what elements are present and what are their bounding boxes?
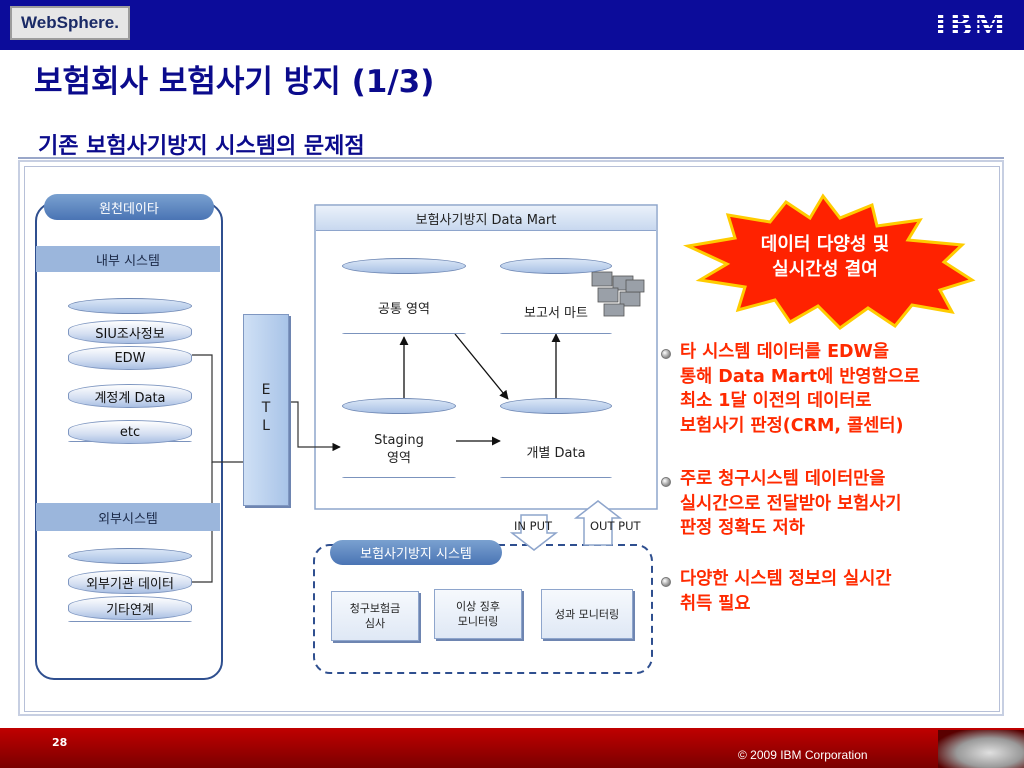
content-inner-border <box>24 166 1000 712</box>
internal-system-bar: 내부 시스템 <box>36 246 220 272</box>
callout-line2: 실시간성 결여 <box>772 259 878 280</box>
report-mart-cylinder: 보고서 마트 <box>500 258 612 334</box>
staging-cylinder: Staging 영역 <box>342 398 456 478</box>
staging-label-line2: 영역 <box>387 451 411 466</box>
output-arrow-icon <box>573 500 623 546</box>
fraud-system-pill: 보험사기방지 시스템 <box>330 540 502 565</box>
source-data-pill: 원천데이타 <box>44 194 214 220</box>
websphere-logo: WebSphere. <box>10 6 130 40</box>
claim-review-line1: 청구보험금 <box>349 602 401 615</box>
datamart-title: 보험사기방지 Data Mart <box>316 206 656 231</box>
bullet-3-line1: 다양한 시스템 정보의 실시간 <box>680 569 892 589</box>
bullet-1-line1: 타 시스템 데이터를 EDW을 <box>680 342 889 362</box>
title-divider <box>18 157 1004 159</box>
top-banner <box>0 0 1024 50</box>
bullet-2-line2: 실시간으로 전달받아 보험사기 <box>680 493 902 514</box>
performance-monitoring-line1: 성과 모니터링 <box>554 607 620 621</box>
anomaly-monitoring-line1: 이상 징후 <box>456 600 500 613</box>
callout-text: 데이터 다양성 및 실시간성 결여 <box>730 232 920 282</box>
section-subtitle: 기존 보험사기방지 시스템의 문제점 <box>38 134 365 159</box>
anomaly-monitoring-box: 이상 징후 모니터링 <box>434 589 522 639</box>
input-arrow-icon <box>509 514 559 551</box>
bullet-icon <box>661 349 671 359</box>
external-database-cylinder: 외부기관 데이터 기타연계 <box>68 548 192 622</box>
bullet-item-2: 주로 청구시스템 데이터만을 실시간으로 전달받아 보험사기 판정 정확도 저하 <box>680 467 901 541</box>
datamart-outline <box>314 204 658 510</box>
external-to-etl-line <box>192 462 213 583</box>
page-title: 보험회사 보험사기 방지 (1/3) <box>34 64 435 100</box>
bullet-2-line1: 주로 청구시스템 데이터만을 <box>680 469 886 489</box>
claim-review-box: 청구보험금 심사 <box>331 591 419 641</box>
db-item-etc: etc <box>68 420 192 444</box>
common-area-label: 공통 영역 <box>378 302 430 317</box>
output-label: OUT PUT <box>590 519 641 533</box>
etl-letter-t: T <box>261 400 271 416</box>
bullet-1-line4: 보험사기 판정(CRM, 콜센터) <box>680 415 904 436</box>
bullet-1-line2: 통해 Data Mart에 반영함으로 <box>680 366 920 387</box>
bullet-item-1: 타 시스템 데이터를 EDW을 통해 Data Mart에 반영함으로 최소 1… <box>680 340 920 438</box>
individual-data-cylinder: 개별 Data <box>500 398 612 478</box>
bullet-1-line3: 최소 1달 이전의 데이터로 <box>680 391 872 411</box>
callout-line1: 데이터 다양성 및 <box>760 234 890 255</box>
etl-letter-e: E <box>261 382 271 398</box>
footer-bar <box>0 728 1024 768</box>
anomaly-monitoring-line2: 모니터링 <box>457 615 499 628</box>
bullet-icon <box>661 577 671 587</box>
internal-database-cylinder: SIU조사정보 EDW 계정계 Data etc <box>68 298 192 444</box>
ibm-logo: IBM <box>934 6 1008 43</box>
bullet-3-line2: 취득 필요 <box>680 593 751 614</box>
etl-bar: E T L <box>243 314 289 506</box>
performance-monitoring-box: 성과 모니터링 <box>541 589 633 639</box>
report-mart-label: 보고서 마트 <box>524 306 588 321</box>
page-number: 28 <box>52 736 68 749</box>
db-item-account-data: 계정계 Data <box>68 384 192 408</box>
edw-to-etl-line <box>192 354 243 463</box>
db-item-other-link: 기타연계 <box>68 596 192 620</box>
db-item-siu: SIU조사정보 <box>68 320 192 344</box>
individual-data-label: 개별 Data <box>526 446 586 461</box>
bullet-item-3: 다양한 시스템 정보의 실시간 취득 필요 <box>680 567 891 616</box>
common-area-cylinder: 공통 영역 <box>342 258 466 334</box>
callout-starburst <box>682 193 976 330</box>
etl-letter-l: L <box>262 418 270 434</box>
staging-label-line1: Staging <box>374 433 424 448</box>
db-item-external-agency: 외부기관 데이터 <box>68 570 192 594</box>
common-to-individual-arrow <box>454 333 509 400</box>
external-system-bar: 외부시스템 <box>36 503 220 531</box>
input-label: IN PUT <box>514 519 553 533</box>
claim-review-line2: 심사 <box>364 617 386 630</box>
cubes-icon <box>591 271 645 317</box>
bullet-icon <box>661 477 671 487</box>
car-wheel-image <box>938 730 1024 768</box>
db-item-edw: EDW <box>68 346 192 370</box>
etl-to-staging-arrow <box>287 401 341 452</box>
bullet-2-line3: 판정 정확도 저하 <box>680 518 805 538</box>
copyright-text: © 2009 IBM Corporation <box>738 748 868 762</box>
system-container-outline <box>313 544 653 674</box>
